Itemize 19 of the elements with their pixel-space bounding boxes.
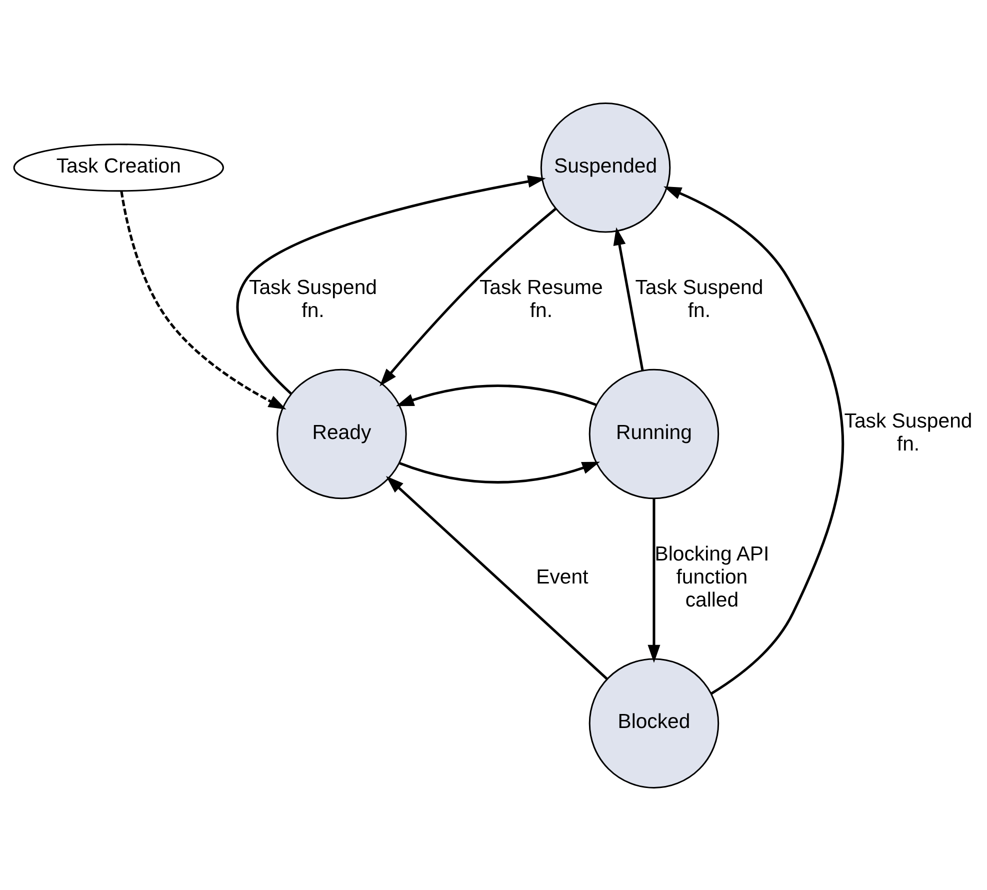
arrow	[120, 190, 286, 410]
edge-label: Event	[536, 566, 588, 588]
arrow	[396, 384, 596, 406]
arrow	[662, 186, 844, 694]
node-circle: Blocked	[588, 658, 719, 788]
arrow	[379, 207, 556, 386]
arrow	[612, 226, 644, 370]
arrow	[647, 498, 660, 662]
arrow	[236, 174, 546, 394]
arrow	[398, 461, 600, 483]
edge-label: Task Resume fn.	[478, 276, 602, 322]
node-circle: Suspended	[540, 102, 670, 232]
edge-label: Task Suspend fn.	[634, 276, 763, 322]
node-ellipse: Task Creation	[12, 143, 224, 192]
node-circle: Running	[588, 368, 719, 499]
edge-label: Blocking API function called	[654, 543, 769, 611]
edge-label: Task Suspend fn.	[844, 410, 972, 455]
arrow	[385, 475, 608, 680]
edge-label: Task Suspend fn.	[248, 276, 377, 322]
